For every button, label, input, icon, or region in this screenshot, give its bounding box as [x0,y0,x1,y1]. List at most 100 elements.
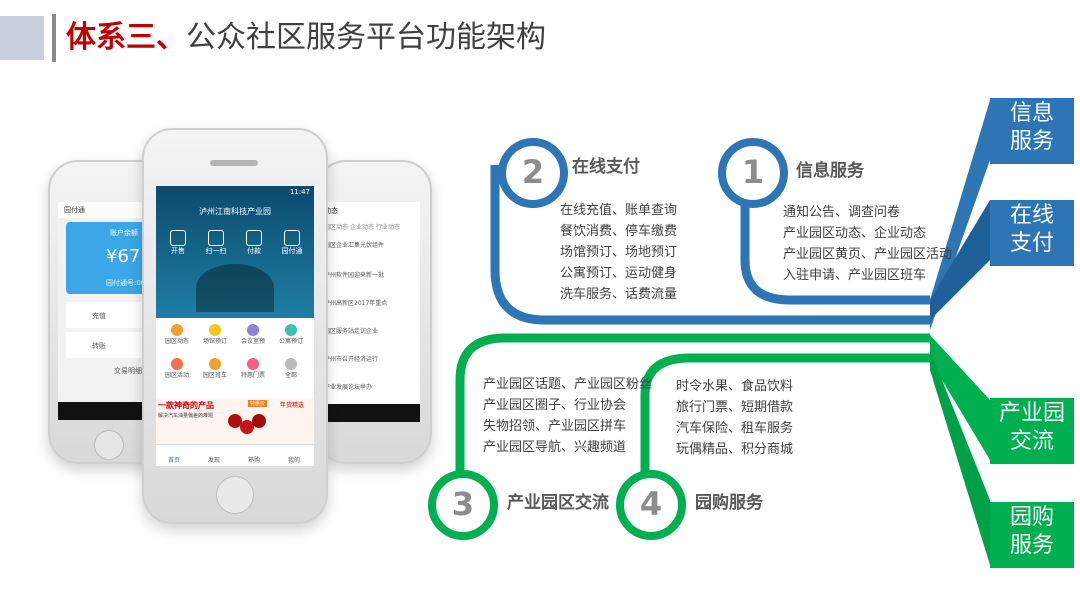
recharge-label: 充值 [92,312,106,320]
menu-item[interactable]: 园区活动 [160,358,194,379]
list-item: 公寓预订、运动健身 [560,266,678,281]
tab-line: 服务 [1009,129,1054,154]
guitar-graphic [196,264,274,312]
list-item: 产业园区话题、产业园区粉丝 [483,377,653,392]
promo-subtitle: 解决汽车油量偏差的难题 [158,413,214,419]
tab-line: 园购 [1009,505,1054,530]
node-number: 4 [639,485,663,523]
tab-line: 服务 [1009,533,1054,558]
transfer-row[interactable]: 转账 [66,332,156,358]
recharge-row[interactable]: 充值 [66,302,156,328]
menu-item[interactable]: 场馆预订 [198,324,232,345]
promo-tag: 特惠价 [248,400,268,407]
promo-right: 年货精选 [280,402,305,409]
transfer-label: 转账 [92,342,106,350]
green-connector-curve [640,353,930,500]
menu-item[interactable]: 会议室预 [236,324,270,345]
quick-action-pay[interactable]: 付款 [242,230,266,256]
news-tab[interactable]: 企业动态 [349,224,374,231]
tab-shopping: 园购 服务 [990,502,1074,568]
menu-item[interactable]: 园区班车 [198,358,232,379]
blue-funnel-shape [930,100,990,330]
menu-item[interactable]: 园区动态 [160,324,194,345]
list-item[interactable]: 泸州高新区2017年重点 [324,300,388,307]
blue-funnel-shape [930,200,990,320]
list-item: 在线充值、账单查询 [560,203,678,218]
node-circle-info-service: 1 [718,138,788,208]
node-circle-park-exchange: 3 [428,470,498,540]
speaker-grille [210,160,258,166]
nav-shop[interactable]: 熟购 [248,457,261,464]
service-menu: 园区动态 场馆预订 会议室预 公寓预订 园区活动 园区班车 特惠门票 全部 [156,322,314,396]
green-connector-curve [455,333,930,500]
title-divider [52,14,56,62]
list-item[interactable]: 园区企业汇集光伏组件 [324,242,385,249]
list-item: 旅行门票、短期借款 [676,400,794,415]
node-label: 信息服务 [796,161,864,181]
header-banner: 11:47 泸州江南科技产业园 开售 扫一扫 付款 园付通 [156,186,314,318]
right-phone: 动态 园区动态 企业动态 行业动态 园区企业汇集光伏组件 泸州软件园迎来新一批 … [316,160,432,464]
list-item[interactable]: 泸州市召开经济运行 [324,356,379,363]
list-item: 失物招领、产业园区拼车 [483,419,627,434]
tab-info-service: 信息 服务 [990,98,1074,164]
online-payment-list: 在线充值、账单查询 餐饮消费、停车缴费 场馆预订、场地预订 公寓预订、运动健身 … [560,200,677,305]
title-prefix: 体系三、 [66,20,186,55]
list-item: 产业园区黄页、产业园区活动 [783,247,953,262]
nav-discover[interactable]: 发现 [208,457,221,464]
node-number: 3 [451,485,475,523]
right-phone-softkeys [322,404,420,422]
quick-action-scan[interactable]: 扫一扫 [204,230,228,256]
list-item: 入驻申请、产业园区班车 [783,268,927,283]
center-phone-screen: 11:47 泸州江南科技产业园 开售 扫一扫 付款 园付通 [156,186,314,466]
menu-item[interactable]: 特惠门票 [236,358,270,379]
news-tab[interactable]: 行业动态 [375,224,400,231]
tab-line: 在线 [1009,203,1054,228]
blue-connector-curve [740,165,930,305]
tab-line: 产业园 [998,401,1065,426]
node-label: 产业园区交流 [507,493,609,513]
status-time: 11:47 [289,188,310,196]
list-item[interactable]: 园区服务站走访企业 [324,328,379,335]
dates-image [228,408,268,438]
list-item[interactable]: 产业发展论坛举办 [324,384,373,391]
left-phone-header: 园付通 [58,202,160,218]
news-tab[interactable]: 园区动态 [324,224,349,231]
right-phone-header: 动态 [324,207,338,215]
promo-banner[interactable]: 一款神奇的产品 解决汽车油量偏差的难题 特惠价 年货精选 [156,398,314,444]
tab-line: 交流 [1009,429,1054,454]
left-phone-softkeys [58,402,160,420]
node-circle-online-payment: 2 [498,138,568,208]
quick-action-sell[interactable]: 开售 [166,230,190,256]
green-funnel-shape [930,335,990,460]
bottom-nav: 首页 发现 熟购 我的 [156,444,314,466]
park-exchange-list: 产业园区话题、产业园区粉丝 产业园区圈子、行业协会 失物招领、产业园区拼车 产业… [483,374,652,458]
list-item: 餐饮消费、停车缴费 [560,224,678,239]
quick-action-wallet[interactable]: 园付通 [280,230,304,256]
list-item[interactable]: 泸州软件园迎来新一批 [324,272,385,279]
right-phone-screen: 动态 园区动态 企业动态 行业动态 园区企业汇集光伏组件 泸州软件园迎来新一批 … [322,202,420,422]
left-home-button[interactable] [94,430,124,460]
shopping-list: 时令水果、食品饮料 旅行门票、短期借款 汽车保险、租车服务 玩偶精品、积分商城 [676,376,793,460]
node-circle-shopping: 4 [616,470,686,540]
list-item: 玩偶精品、积分商城 [676,442,794,457]
blue-connector-curve [490,165,930,325]
menu-item[interactable]: 全部 [274,358,308,379]
nav-home[interactable]: 首页 [168,457,181,464]
list-item: 场馆预订、场地预订 [560,245,678,260]
menu-item[interactable]: 公寓预订 [274,324,308,345]
news-tabs: 园区动态 企业动态 行业动态 [324,222,400,231]
list-item: 产业园区圈子、行业协会 [483,398,627,413]
tab-park-exchange: 产业园 交流 [990,398,1074,464]
green-funnel-shape [930,350,990,565]
list-item: 产业园区导航、兴趣频道 [483,440,627,455]
home-button[interactable] [216,476,254,514]
info-service-list: 通知公告、调查问卷 产业园区动态、企业动态 产业园区黄页、产业园区活动 入驻申请… [783,202,952,286]
record-link[interactable]: 交易明细 [114,367,142,375]
list-item: 产业园区动态、企业动态 [783,226,927,241]
node-label: 园购服务 [695,493,763,513]
nav-me[interactable]: 我的 [288,457,301,464]
list-item: 汽车保险、租车服务 [676,421,794,436]
park-name: 泸州江南科技产业园 [199,207,271,216]
node-label: 在线支付 [572,157,640,177]
